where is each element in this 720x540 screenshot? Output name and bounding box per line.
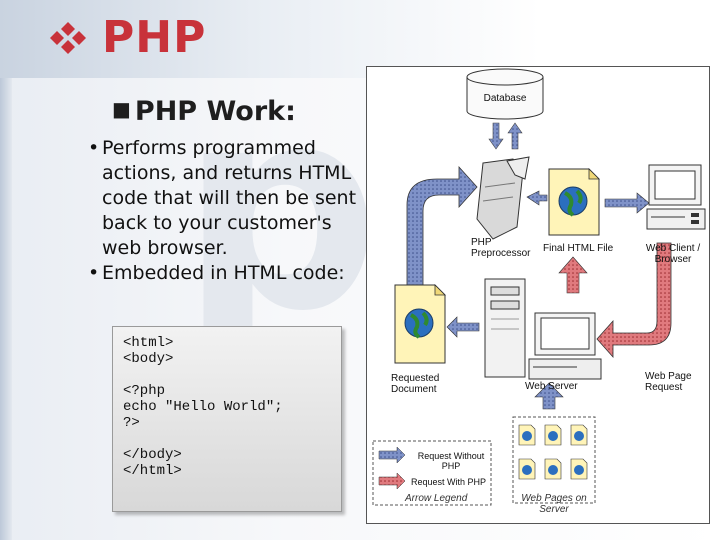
php-preprocessor-icon bbox=[476, 156, 530, 240]
code-line: </body> bbox=[123, 447, 182, 463]
requested-document-label-line2: Document bbox=[391, 384, 437, 395]
legend-without-php-line1: Request Without bbox=[417, 451, 485, 461]
code-line: ?> bbox=[123, 415, 140, 431]
square-bullet-icon: ■ bbox=[112, 97, 131, 121]
database-icon bbox=[466, 68, 544, 120]
arrow-to-client bbox=[604, 192, 650, 214]
slide-title: PHP bbox=[102, 12, 207, 63]
server-pages-box bbox=[512, 416, 596, 504]
web-client-label-line1: Web Client / bbox=[645, 243, 701, 254]
code-sample: <html> <body> <?php echo "Hello World"; … bbox=[112, 326, 342, 512]
arrow-legend-title: Arrow Legend bbox=[405, 493, 468, 504]
web-page-request-label-line2: Request bbox=[645, 382, 683, 393]
bullet-list: Performs programmed actions, and returns… bbox=[88, 136, 370, 286]
database-exchange-arrows bbox=[488, 122, 523, 150]
code-line: </html> bbox=[123, 463, 182, 479]
php-preprocessor-label-line2: Preprocessor bbox=[471, 248, 531, 259]
legend-without-php-line2: PHP bbox=[441, 461, 461, 471]
code-line: <?php bbox=[123, 383, 166, 399]
legend-with-php-label: Request With PHP bbox=[411, 477, 487, 487]
database-label: Database bbox=[483, 93, 527, 104]
php-preprocessor-label-line1: PHP bbox=[471, 237, 492, 248]
server-pages-label-line2: Server bbox=[539, 504, 569, 515]
code-line: <body> bbox=[123, 351, 174, 367]
web-server-icon bbox=[484, 278, 602, 380]
arrow-to-final-file bbox=[526, 190, 548, 206]
server-pages-label-line1: Web Pages on bbox=[521, 493, 587, 504]
web-client-label-line2: Browser bbox=[654, 254, 692, 265]
web-client-icon bbox=[646, 164, 706, 230]
request-to-preprocessor-arrow bbox=[406, 165, 478, 300]
bullet-item: Embedded in HTML code: bbox=[88, 261, 370, 286]
web-server-label: Web Server bbox=[525, 381, 578, 392]
section-heading: ■PHP Work: bbox=[112, 96, 296, 127]
final-html-file-icon bbox=[548, 168, 600, 236]
final-file-return-arrow bbox=[558, 256, 588, 294]
server-page-icons bbox=[518, 424, 588, 480]
title-bullet-icon bbox=[50, 22, 86, 54]
section-heading-text: PHP Work: bbox=[134, 96, 296, 127]
bullet-item: Performs programmed actions, and returns… bbox=[88, 136, 370, 261]
slide-edge bbox=[0, 0, 12, 540]
requested-document-icon bbox=[394, 284, 446, 364]
code-line: echo "Hello World"; bbox=[123, 399, 283, 415]
server-to-document-arrow bbox=[446, 316, 480, 338]
web-page-request-arrow bbox=[596, 242, 672, 359]
legend-blue-arrow bbox=[378, 446, 406, 464]
pages-to-server-arrow bbox=[534, 382, 564, 410]
code-blank-line bbox=[123, 367, 331, 383]
title-band bbox=[0, 0, 720, 78]
web-page-request-label-line1: Web Page bbox=[645, 371, 692, 382]
final-html-file-label: Final HTML File bbox=[543, 243, 614, 254]
code-blank-line bbox=[123, 431, 331, 447]
php-request-diagram: Database PHP Preprocessor Final HTML Fil… bbox=[366, 66, 710, 524]
legend-red-arrow bbox=[378, 472, 406, 490]
requested-document-label-line1: Requested bbox=[391, 373, 440, 384]
code-line: <html> bbox=[123, 335, 174, 351]
arrow-legend-box bbox=[372, 440, 492, 506]
